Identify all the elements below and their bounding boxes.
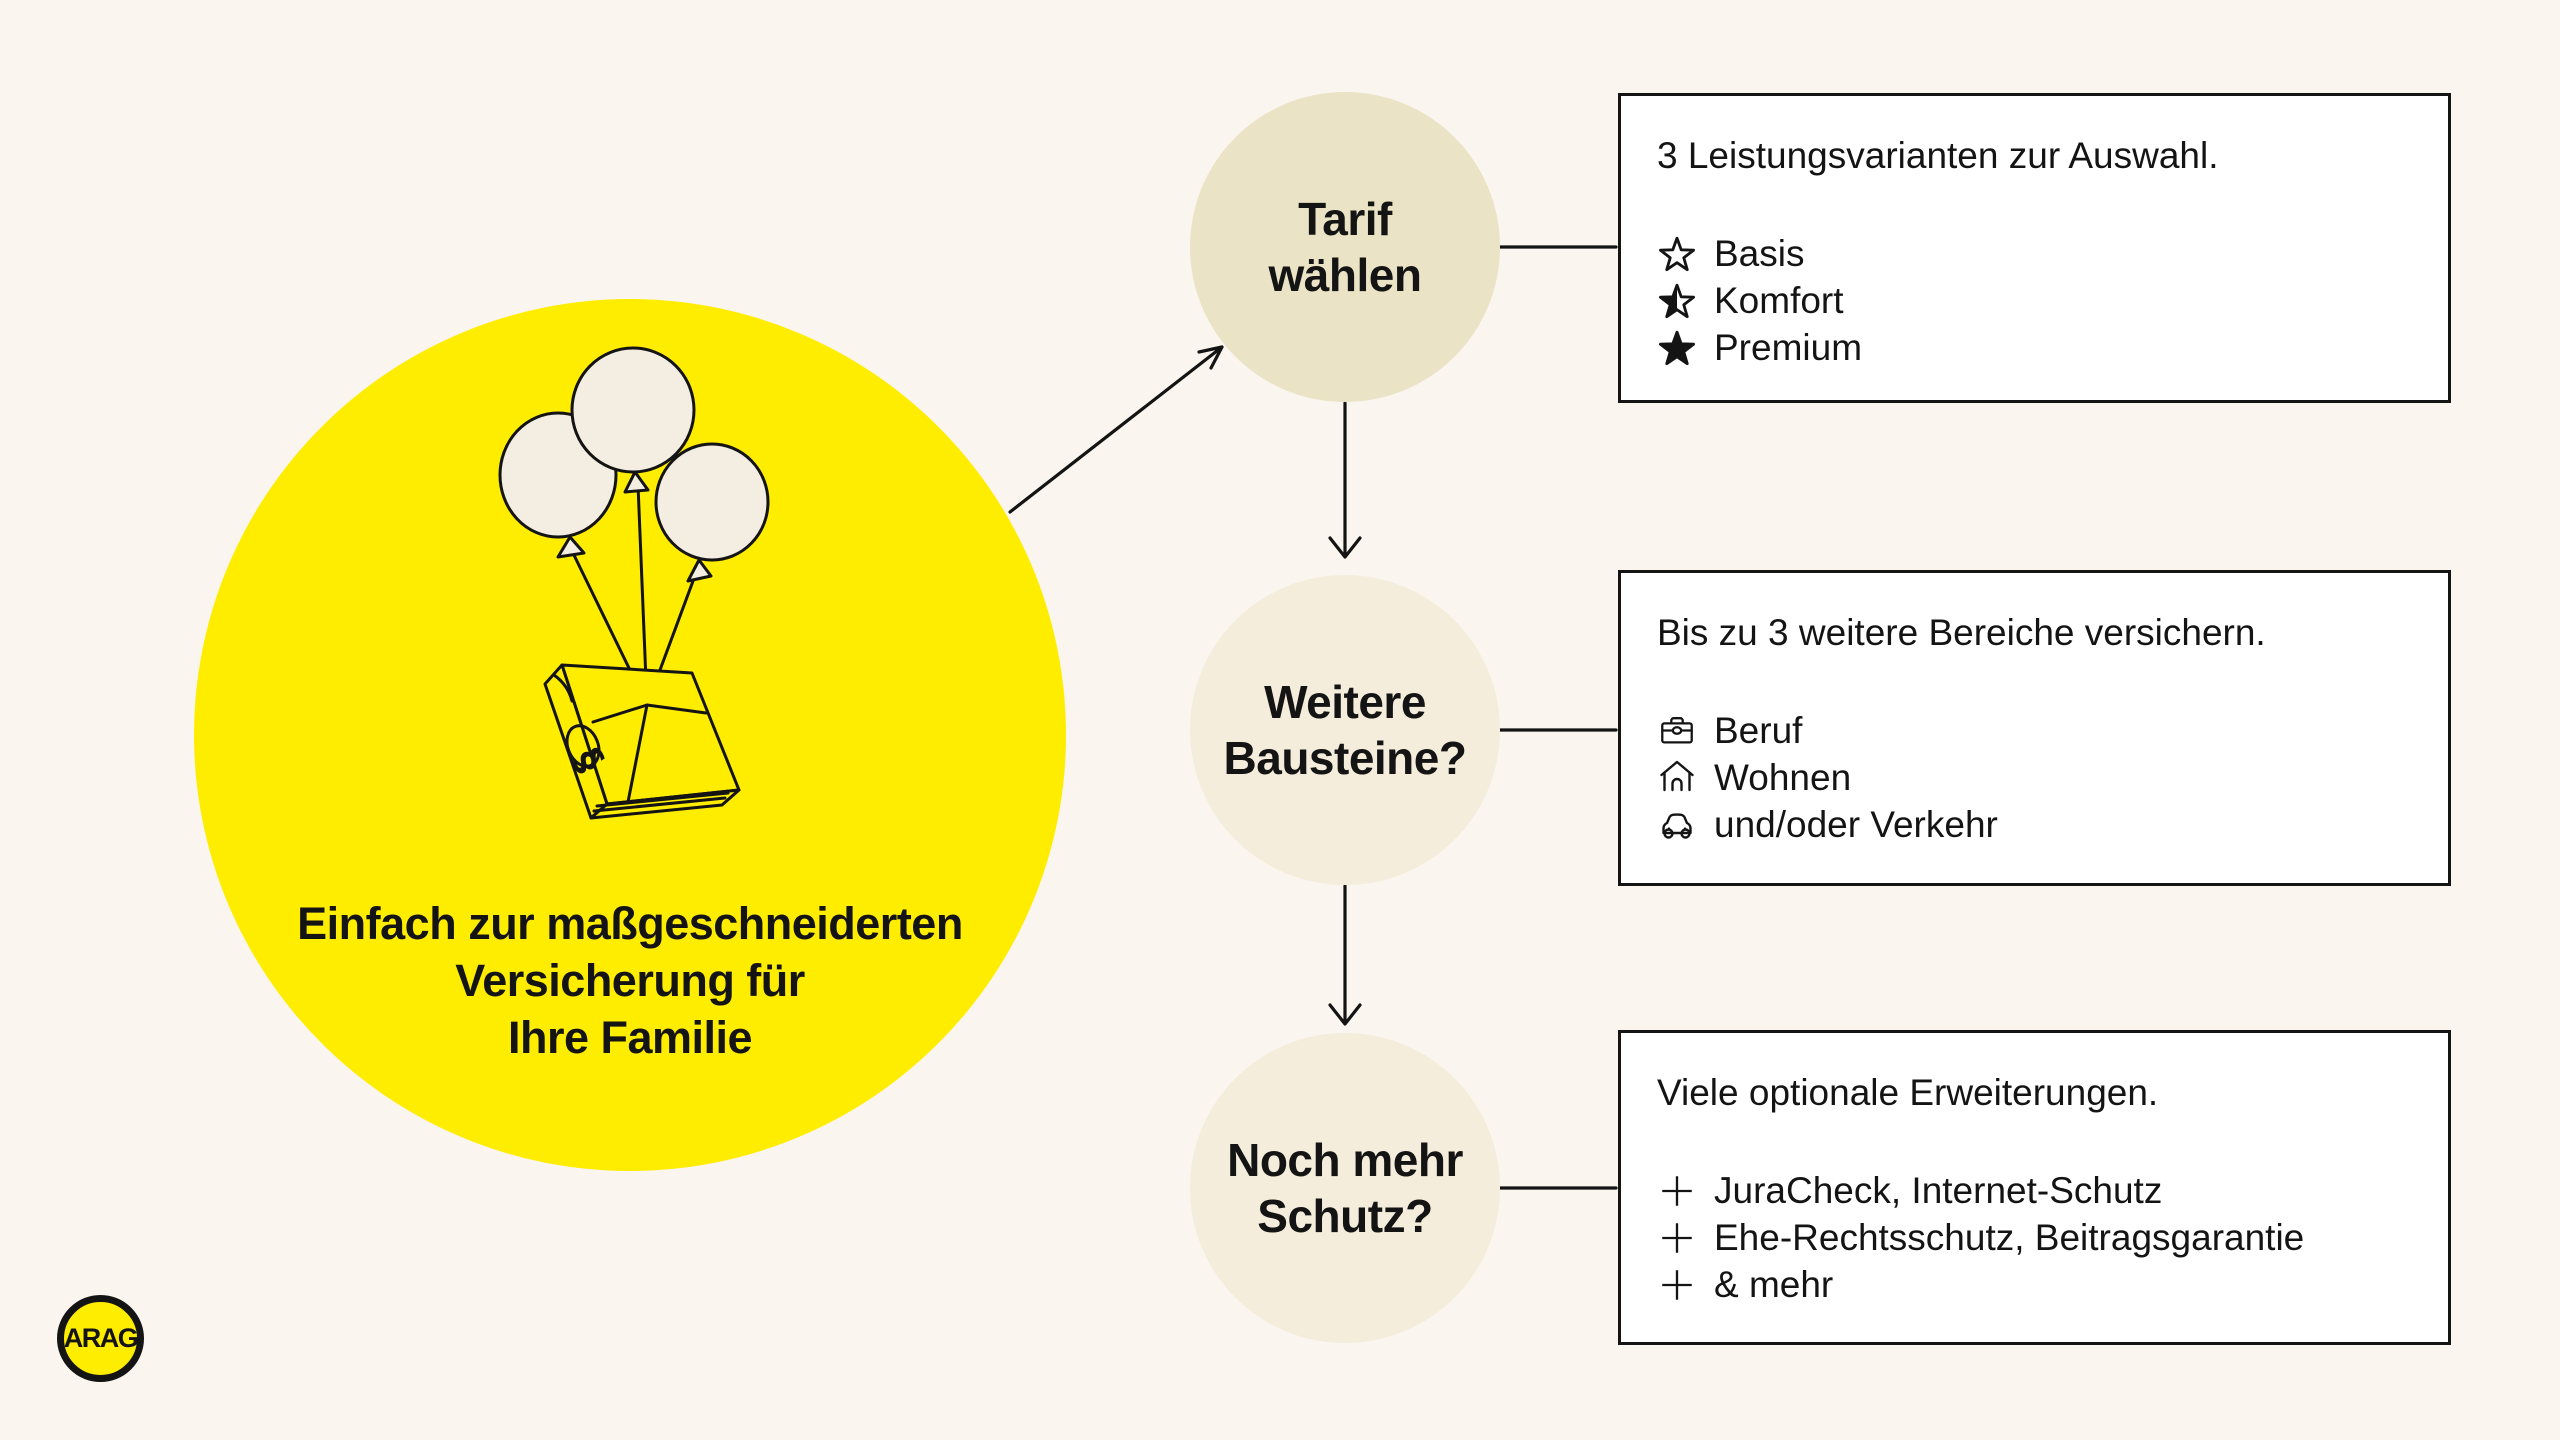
list-item-label: Premium	[1714, 326, 1863, 368]
list-item: Beruf	[1657, 707, 2412, 754]
balloons-book-illustration: §	[498, 346, 770, 820]
star-half-icon	[1657, 282, 1697, 320]
balloon	[570, 346, 696, 494]
arrow-step1-to-step2	[1328, 401, 1362, 559]
arag-logo-label: ARAG	[63, 1323, 139, 1353]
arag-logo: ARAG	[57, 1295, 144, 1382]
arrow-step2-to-step3	[1328, 884, 1362, 1026]
star-filled-icon	[1657, 329, 1697, 367]
list-item: Komfort	[1657, 277, 2412, 324]
list-item-label: Beruf	[1714, 709, 1803, 751]
step-label-line: Tarif	[1298, 192, 1392, 245]
arrow-hero-to-step1	[1008, 345, 1224, 514]
plus-icon	[1657, 1219, 1697, 1257]
box-title: 3 Leistungsvarianten zur Auswahl.	[1657, 135, 2219, 176]
box-list: JuraCheck, Internet-Schutz Ehe-Rechtssch…	[1657, 1167, 2412, 1308]
list-item-label: Wohnen	[1714, 756, 1852, 798]
box-list: Basis Komfort Premium	[1657, 230, 2412, 371]
list-item-label: JuraCheck, Internet-Schutz	[1714, 1169, 2163, 1211]
list-item: Premium	[1657, 324, 2412, 371]
list-item: Wohnen	[1657, 754, 2412, 801]
box-title: Viele optionale Erweiterungen.	[1657, 1072, 2159, 1113]
step-circle-noch-mehr-schutz: Noch mehr Schutz?	[1190, 1033, 1500, 1343]
list-item-label: & mehr	[1714, 1263, 1834, 1305]
step-label-line: Weitere	[1264, 675, 1426, 728]
briefcase-icon	[1657, 712, 1697, 750]
info-box-bausteine: Bis zu 3 weitere Bereiche versichern. Be…	[1618, 570, 2451, 886]
plus-icon	[1657, 1266, 1697, 1304]
list-item: JuraCheck, Internet-Schutz	[1657, 1167, 2412, 1214]
box-list: Beruf Wohnen und	[1657, 707, 2412, 848]
step-circle-weitere-bausteine: Weitere Bausteine?	[1190, 575, 1500, 885]
list-item-label: Basis	[1714, 232, 1805, 274]
list-item: Ehe-Rechtsschutz, Beitragsgarantie	[1657, 1214, 2412, 1261]
hero-caption-line: Einfach zur maßgeschneiderten	[297, 898, 963, 949]
step-label-line: Noch mehr	[1227, 1133, 1463, 1186]
hero-caption: Einfach zur maßgeschneiderten Versicheru…	[204, 895, 1056, 1066]
info-box-erweiterungen: Viele optionale Erweiterungen. JuraCheck…	[1618, 1030, 2451, 1345]
plus-icon	[1657, 1172, 1697, 1210]
step-label-line: Schutz?	[1257, 1190, 1433, 1242]
list-item: & mehr	[1657, 1261, 2412, 1308]
hero-circle: § Einfach zur maßgeschneiderten Versiche…	[194, 299, 1066, 1171]
balloon	[654, 442, 770, 583]
step-label-line: wählen	[1268, 249, 1422, 301]
car-icon	[1657, 805, 1697, 845]
hero-caption-line: Versicherung für	[455, 955, 805, 1006]
list-item-label: und/oder Verkehr	[1714, 803, 1998, 845]
hero-caption-line: Ihre Familie	[507, 1012, 753, 1063]
step-circle-tarif-waehlen: Tarif wählen	[1190, 92, 1500, 402]
list-item-label: Komfort	[1714, 279, 1844, 321]
balloon-string	[636, 483, 649, 707]
step-label-line: Bausteine?	[1223, 732, 1467, 784]
list-item: Basis	[1657, 230, 2412, 277]
house-icon	[1657, 758, 1697, 798]
list-item-label: Ehe-Rechtsschutz, Beitragsgarantie	[1714, 1216, 2305, 1258]
info-box-tarif: 3 Leistungsvarianten zur Auswahl. Basis …	[1618, 93, 2451, 403]
law-book: §	[543, 663, 741, 820]
star-outline-icon	[1657, 235, 1697, 273]
list-item: und/oder Verkehr	[1657, 801, 2412, 848]
box-title: Bis zu 3 weitere Bereiche versichern.	[1657, 612, 2266, 653]
